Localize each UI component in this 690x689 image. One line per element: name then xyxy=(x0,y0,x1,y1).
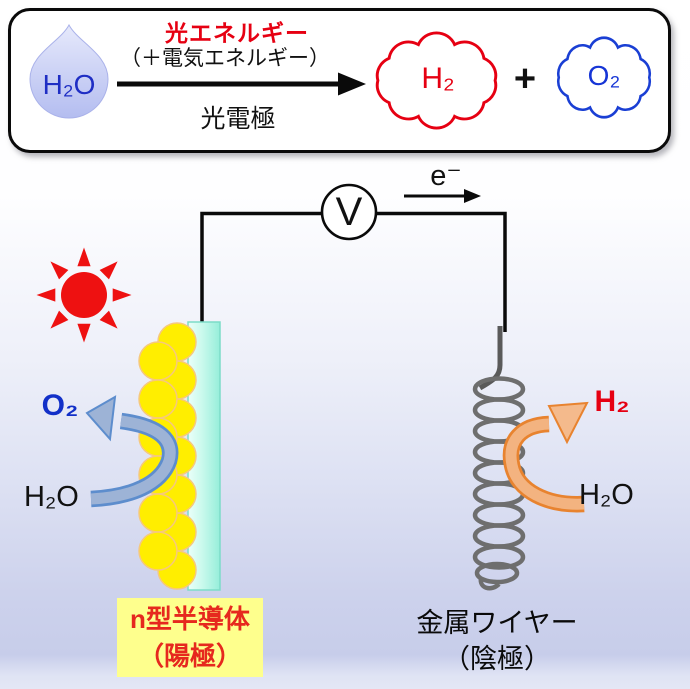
cathode-water-label: H₂O xyxy=(579,479,634,511)
o2-release-arrow-icon xyxy=(85,395,179,508)
reactant-formula: H₂O xyxy=(42,69,96,100)
anode-name-line1: n型半導体 xyxy=(130,603,250,634)
photoelectrode-label: 光電極 xyxy=(200,105,276,133)
anode-gas-label: O₂ xyxy=(41,389,79,422)
cathode-name-line1: 金属ワイヤー xyxy=(416,608,578,638)
light-energy-label: 光エネルギー xyxy=(165,20,309,46)
voltmeter-label: V xyxy=(335,190,363,234)
electron-arrow-icon xyxy=(404,189,481,203)
voltmeter-circle xyxy=(320,183,378,241)
anode-name-label: n型半導体 （陽極） xyxy=(117,598,263,677)
product-o2-formula: O₂ xyxy=(587,60,621,91)
h2-release-arrow-icon xyxy=(502,401,589,513)
anode-name-line2: （陽極） xyxy=(137,640,242,671)
cathode-name-label: 金属ワイヤー （陰極） xyxy=(402,605,592,677)
cathode-gas-label: H₂ xyxy=(594,385,630,418)
reaction-arrow-icon xyxy=(117,72,366,96)
electric-energy-label: （＋電気エネルギー） xyxy=(120,47,330,70)
product-h2-formula: H₂ xyxy=(421,62,455,95)
plus-sign: + xyxy=(513,58,537,100)
cathode-name-line2: （陰極） xyxy=(443,644,551,674)
sun-icon xyxy=(36,247,132,343)
anode-water-label: H₂O xyxy=(24,481,79,513)
electron-label: e⁻ xyxy=(430,160,462,192)
water-droplet-icon xyxy=(29,23,109,119)
